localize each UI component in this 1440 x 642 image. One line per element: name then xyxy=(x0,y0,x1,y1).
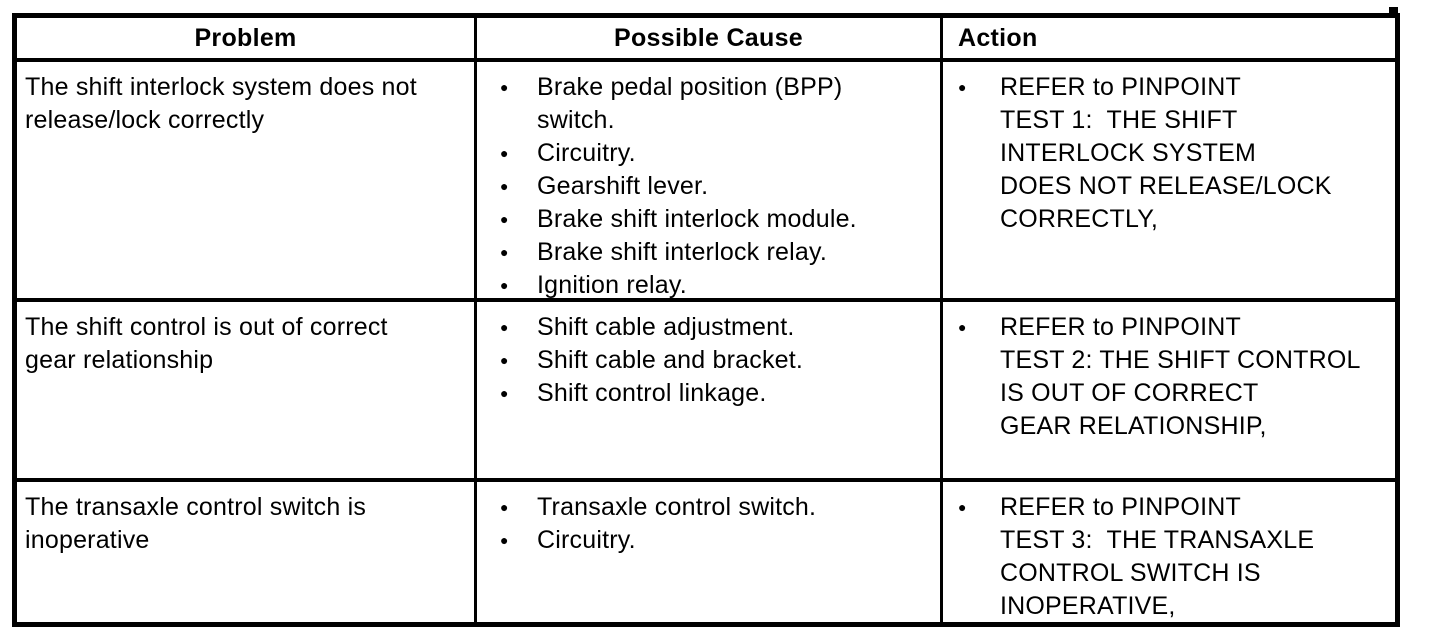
cause-text: Shift cable adjustment. xyxy=(537,313,795,341)
cause-text: Brake pedal position (BPP) switch. xyxy=(537,73,843,134)
list-item: ● REFER to PINPOINT TEST 1: THE SHIFT IN… xyxy=(943,71,1395,236)
cause-text: Transaxle control switch. xyxy=(537,493,817,521)
cause-text: Ignition relay. xyxy=(537,271,687,299)
cause-text: Shift control linkage. xyxy=(537,379,767,407)
action-text: REFER to PINPOINT TEST 3: THE TRANSAXLE … xyxy=(1000,493,1315,620)
list-item: ● Brake shift interlock module. xyxy=(477,203,940,236)
list-item: ● Brake shift interlock relay. xyxy=(477,236,940,269)
header-cell-possible-cause: Possible Cause xyxy=(477,18,943,62)
bullet-icon: ● xyxy=(500,244,509,260)
bullet-icon: ● xyxy=(500,319,509,335)
cause-text: Gearshift lever. xyxy=(537,172,709,200)
bullet-icon: ● xyxy=(958,499,967,515)
list-item: ● REFER to PINPOINT TEST 2: THE SHIFT CO… xyxy=(943,311,1395,443)
table-row-3-problem: The transaxle control switch is inoperat… xyxy=(17,482,477,622)
cause-text: Brake shift interlock relay. xyxy=(537,238,827,266)
cause-text: Circuitry. xyxy=(537,526,636,554)
list-item: ● Transaxle control switch. xyxy=(477,491,940,524)
header-label-action: Action xyxy=(958,23,1038,52)
table-row-1-action: ● REFER to PINPOINT TEST 1: THE SHIFT IN… xyxy=(943,62,1395,302)
diagnostic-table: Problem Possible Cause Action The shift … xyxy=(12,13,1400,627)
bullet-icon: ● xyxy=(500,352,509,368)
list-item: ● Circuitry. xyxy=(477,137,940,170)
header-label-problem: Problem xyxy=(194,23,297,52)
action-text: REFER to PINPOINT TEST 1: THE SHIFT INTE… xyxy=(1000,73,1332,233)
header-cell-action: Action xyxy=(943,18,1395,62)
cause-text: Brake shift interlock module. xyxy=(537,205,857,233)
table-row-3-causes: ● Transaxle control switch. ● Circuitry. xyxy=(477,482,943,622)
list-item: ● Circuitry. xyxy=(477,524,940,557)
list-item: ● Brake pedal position (BPP) switch. xyxy=(477,71,940,137)
bullet-icon: ● xyxy=(500,532,509,548)
list-item: ● Ignition relay. xyxy=(477,269,940,299)
cause-text: Shift cable and bracket. xyxy=(537,346,804,374)
table-row-2-action: ● REFER to PINPOINT TEST 2: THE SHIFT CO… xyxy=(943,302,1395,482)
cause-text: Circuitry. xyxy=(537,139,636,167)
list-item: ● REFER to PINPOINT TEST 3: THE TRANSAXL… xyxy=(943,491,1395,622)
bullet-icon: ● xyxy=(500,211,509,227)
table-row-2-problem: The shift control is out of correct gear… xyxy=(17,302,477,482)
list-item: ● Shift cable and bracket. xyxy=(477,344,940,377)
header-cell-problem: Problem xyxy=(17,18,477,62)
bullet-icon: ● xyxy=(500,178,509,194)
bullet-icon: ● xyxy=(500,145,509,161)
header-label-possible-cause: Possible Cause xyxy=(613,23,803,52)
bullet-icon: ● xyxy=(500,277,509,293)
list-item: ● Shift control linkage. xyxy=(477,377,940,410)
bullet-icon: ● xyxy=(958,319,967,335)
table-row-1-causes: ● Brake pedal position (BPP) switch. ● C… xyxy=(477,62,943,302)
table-row-2-causes: ● Shift cable adjustment. ● Shift cable … xyxy=(477,302,943,482)
table-row-1-problem: The shift interlock system does not rele… xyxy=(17,62,477,302)
bullet-icon: ● xyxy=(500,79,509,95)
bullet-icon: ● xyxy=(958,79,967,95)
bullet-icon: ● xyxy=(500,385,509,401)
table-row-3-action: ● REFER to PINPOINT TEST 3: THE TRANSAXL… xyxy=(943,482,1395,622)
list-item: ● Shift cable adjustment. xyxy=(477,311,940,344)
bullet-icon: ● xyxy=(500,499,509,515)
action-text: REFER to PINPOINT TEST 2: THE SHIFT CONT… xyxy=(1000,313,1361,440)
scan-artifact-mark xyxy=(1389,7,1398,17)
list-item: ● Gearshift lever. xyxy=(477,170,940,203)
